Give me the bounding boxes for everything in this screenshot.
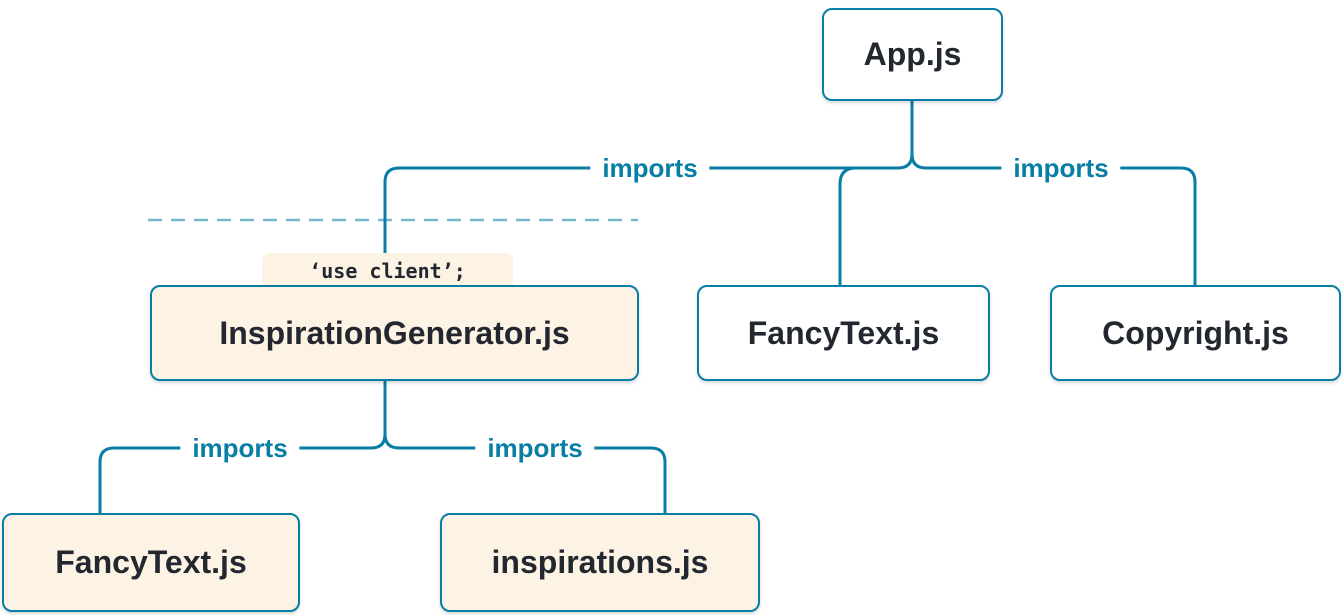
node-inspirations-js: inspirations.js xyxy=(440,513,760,612)
node-fancytext-js-top: FancyText.js xyxy=(697,285,990,381)
node-fancytext-js-bottom: FancyText.js xyxy=(2,513,300,612)
edge-label-imports-app-to-generator: imports xyxy=(590,152,710,184)
connector-app-to-copyright xyxy=(910,153,1197,290)
node-inspirationgenerator-js: InspirationGenerator.js xyxy=(150,285,639,381)
node-app-js: App.js xyxy=(822,8,1003,101)
connector-generator-to-inspirations xyxy=(383,433,667,518)
edge-label-imports-generator-to-fancytext: imports xyxy=(180,432,300,464)
use-client-directive-chip: ‘use client’; xyxy=(262,253,513,289)
connector-app-to-fancytext xyxy=(838,166,857,290)
node-copyright-js: Copyright.js xyxy=(1050,285,1341,381)
edge-label-imports-generator-to-inspirations: imports xyxy=(475,432,595,464)
edge-label-imports-app-to-copyright: imports xyxy=(1001,152,1121,184)
